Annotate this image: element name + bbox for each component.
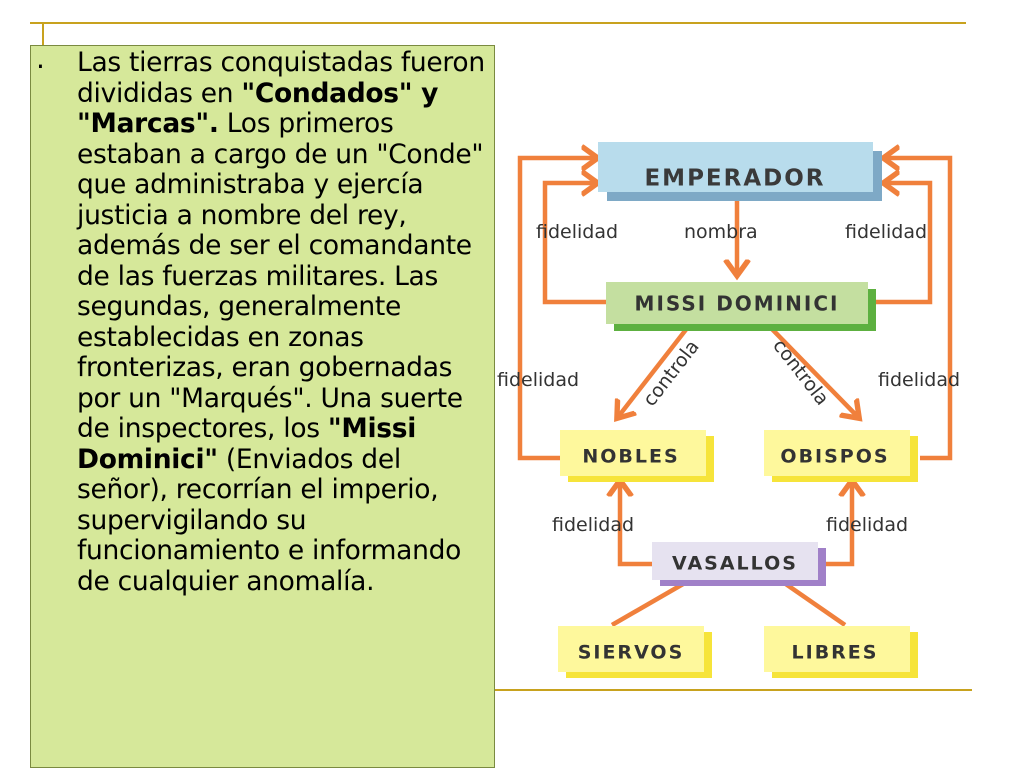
arrow-controla-nobles [618,325,690,417]
node-obispos: OBISPOS [764,430,918,482]
connector-arrows [517,158,953,627]
node-emperador-label: EMPERADOR [644,166,825,192]
top-rule [30,22,966,24]
label-fidelidad-top-left: fidelidad [536,221,618,243]
label-fidelidad-top-right: fidelidad [845,221,927,243]
arrow-nobles-to-emperador [517,158,596,461]
text-segment: Las tierras conquistadas fueron dividida… [77,47,485,109]
node-libres-label: LIBRES [792,642,879,664]
label-fidelidad-low-right: fidelidad [826,514,908,536]
bottom-rule [50,689,972,691]
arrow-controla-obispos [768,325,858,417]
label-fidelidad-mid-right: fidelidad [878,369,960,391]
arrow-obispos-to-emperador [885,158,953,461]
node-vasallos: VASALLOS [652,542,826,586]
node-vasallos-label: VASALLOS [672,553,798,575]
node-nobles-label: NOBLES [582,446,679,468]
text-segment: (Enviados del señor), recorrían el imper… [77,443,462,597]
node-siervos-label: SIERVOS [578,642,685,664]
label-controla-right: controla [768,335,833,410]
label-fidelidad-low-left: fidelidad [552,514,634,536]
node-emperador: EMPERADOR [598,142,882,201]
node-obispos-label: OBISPOS [780,446,889,468]
node-libres: LIBRES [764,626,918,678]
bold-text-segment: "Missi Dominici" [77,413,416,475]
arrow-missi-to-emperador-right [872,183,933,305]
label-fidelidad-mid-left: fidelidad [497,369,579,391]
arrow-vasallos-to-obispos [820,482,852,567]
arrow-vasallos-to-nobles [620,482,652,567]
bold-text-segment: "Condados" y "Marcas". [77,77,439,139]
node-missi-dominici: MISSI DOMINICI [606,282,876,331]
node-nobles: NOBLES [560,430,714,482]
line-vasallos-libres [778,578,847,627]
text-panel [30,45,495,768]
label-nombra: nombra [684,221,758,243]
node-siervos: SIERVOS [558,626,712,678]
text-segment: Los primeros estaban a cargo de un "Cond… [77,108,484,444]
arrow-missi-to-emperador-left [542,183,606,305]
body-paragraph: Las tierras conquistadas fueron dividida… [77,47,491,597]
node-missi-label: MISSI DOMINICI [635,292,840,316]
edge-labels: fidelidad nombra fidelidad fidelidad fid… [497,221,960,536]
bullet-marker: · [36,50,45,83]
line-vasallos-siervos [610,578,692,627]
